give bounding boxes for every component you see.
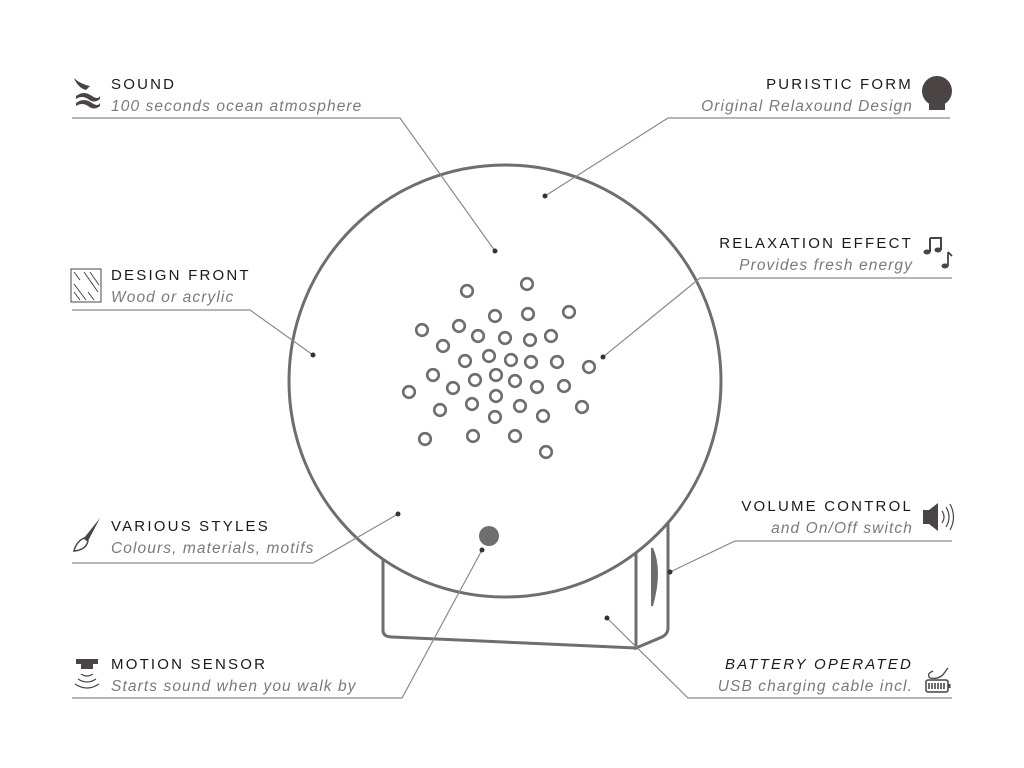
feature-title: SOUND bbox=[111, 76, 176, 93]
feature-design-front: DESIGN FRONT Wood or acrylic bbox=[70, 267, 251, 306]
feature-motion-sensor: MOTION SENSOR Starts sound when you walk… bbox=[74, 656, 357, 695]
speaker-hole bbox=[414, 322, 430, 338]
feature-subtitle: and On/Off switch bbox=[771, 520, 913, 537]
feature-puristic-form: PURISTIC FORM Original Relaxound Design bbox=[701, 76, 952, 115]
feature-subtitle: USB charging cable incl. bbox=[718, 678, 913, 695]
speaker-hole bbox=[522, 332, 538, 348]
motion-sensor-eye bbox=[479, 526, 499, 546]
speaker-hole bbox=[535, 408, 551, 424]
feature-subtitle: Colours, materials, motifs bbox=[111, 540, 314, 557]
speaker-holes bbox=[401, 276, 597, 460]
device-illustration bbox=[287, 163, 723, 651]
speaker-hole bbox=[487, 308, 503, 324]
speaker-hole bbox=[507, 373, 523, 389]
speaker-hole bbox=[401, 384, 417, 400]
speaker-hole bbox=[561, 304, 577, 320]
feature-battery-operated: BATTERY OPERATED USB charging cable incl… bbox=[718, 656, 951, 695]
speaker-hole bbox=[432, 402, 448, 418]
feature-subtitle: Provides fresh energy bbox=[739, 257, 913, 274]
speaker-icon bbox=[923, 503, 955, 531]
feature-title: VOLUME CONTROL bbox=[741, 498, 913, 515]
speaker-hole bbox=[481, 348, 497, 364]
feature-volume-control: VOLUME CONTROL and On/Off switch bbox=[741, 498, 955, 537]
speaker-hole bbox=[487, 409, 503, 425]
paintbrush-icon bbox=[73, 518, 100, 552]
speaker-hole bbox=[457, 353, 473, 369]
speaker-hole bbox=[470, 328, 486, 344]
speaker-hole bbox=[465, 428, 481, 444]
speaker-hole bbox=[507, 428, 523, 444]
speaker-hole bbox=[523, 354, 539, 370]
round-device-icon bbox=[922, 76, 952, 110]
feature-title: MOTION SENSOR bbox=[111, 656, 267, 673]
battery-cable-icon bbox=[925, 667, 951, 693]
speaker-hole bbox=[519, 276, 535, 292]
music-notes-icon bbox=[923, 237, 953, 269]
feature-subtitle: 100 seconds ocean atmosphere bbox=[111, 98, 362, 115]
speaker-hole bbox=[497, 330, 513, 346]
feature-title: DESIGN FRONT bbox=[111, 267, 251, 284]
ocean-wave-icon bbox=[74, 78, 100, 109]
feature-various-styles: VARIOUS STYLES Colours, materials, motif… bbox=[73, 518, 314, 557]
speaker-hole bbox=[488, 388, 504, 404]
feature-title: RELAXATION EFFECT bbox=[719, 235, 913, 252]
speaker-hole bbox=[467, 372, 483, 388]
speaker-hole bbox=[556, 378, 572, 394]
speaker-hole bbox=[464, 396, 480, 412]
speaker-hole bbox=[574, 399, 590, 415]
speaker-hole bbox=[417, 431, 433, 447]
feature-title: PURISTIC FORM bbox=[766, 76, 913, 93]
speaker-hole bbox=[503, 352, 519, 368]
device-front-circle bbox=[287, 163, 723, 599]
feature-title: VARIOUS STYLES bbox=[111, 518, 270, 535]
leader-lines bbox=[72, 117, 952, 699]
hatched-panel-icon bbox=[70, 268, 102, 303]
speaker-hole bbox=[435, 338, 451, 354]
feature-subtitle: Starts sound when you walk by bbox=[111, 678, 357, 695]
feature-subtitle: Wood or acrylic bbox=[111, 289, 234, 306]
speaker-hole bbox=[520, 306, 536, 322]
feature-relaxation-effect: RELAXATION EFFECT Provides fresh energy bbox=[719, 235, 953, 274]
speaker-hole bbox=[529, 379, 545, 395]
volume-wheel bbox=[651, 547, 658, 607]
speaker-hole bbox=[581, 359, 597, 375]
feature-sound: SOUND 100 seconds ocean atmosphere bbox=[74, 76, 362, 115]
feature-title: BATTERY OPERATED bbox=[725, 656, 913, 673]
speaker-hole bbox=[425, 367, 441, 383]
speaker-hole bbox=[538, 444, 554, 460]
speaker-hole bbox=[512, 398, 528, 414]
feature-subtitle: Original Relaxound Design bbox=[701, 98, 913, 115]
speaker-hole bbox=[543, 328, 559, 344]
speaker-hole bbox=[488, 367, 504, 383]
motion-sensor-icon bbox=[74, 659, 100, 689]
speaker-hole bbox=[451, 318, 467, 334]
speaker-hole bbox=[459, 283, 475, 299]
speaker-hole bbox=[549, 354, 565, 370]
speaker-hole bbox=[445, 380, 461, 396]
